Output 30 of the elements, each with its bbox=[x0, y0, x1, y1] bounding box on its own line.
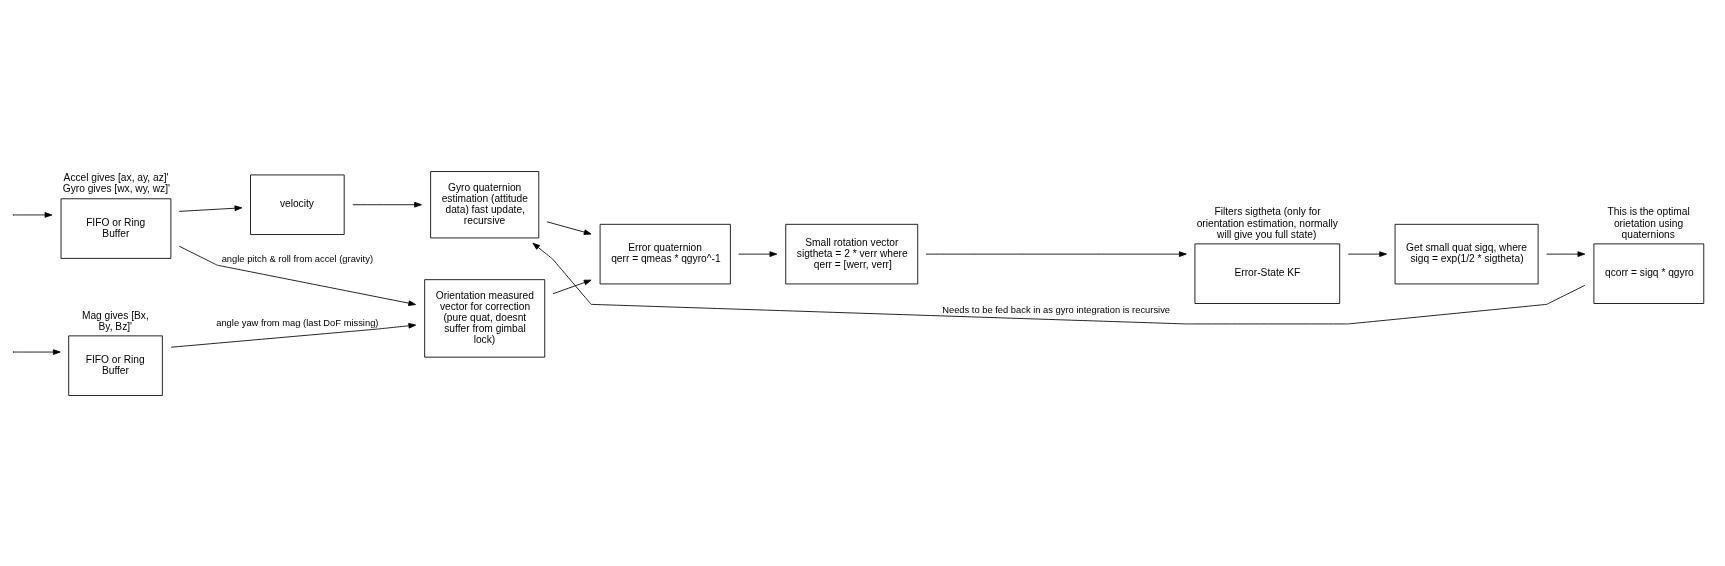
arrow bbox=[352, 201, 422, 208]
arrow bbox=[925, 250, 1187, 257]
node-box: qcorr = sigq * qgyro bbox=[1593, 242, 1705, 304]
arrow bbox=[738, 250, 778, 257]
edge-label: angle yaw from mag (last DoF missing) bbox=[216, 317, 379, 328]
node-label: Filters sigtheta (only for orientation estimation, normally will give you full state) bbox=[1196, 205, 1338, 240]
node-label: Mag gives [Bx, By, Bz]' bbox=[81, 309, 149, 332]
node-box: Small rotation vector sigtheta = 2 * verr where qerr = [werr, verr] bbox=[785, 223, 919, 284]
edge-label: angle pitch & roll from accel (gravity) bbox=[221, 253, 374, 264]
edge-label: Needs to be fed back in as gyro integration is recursive bbox=[942, 304, 1171, 315]
arrow bbox=[13, 211, 53, 218]
arrow bbox=[170, 322, 417, 348]
arrow bbox=[532, 242, 1586, 324]
arrow bbox=[13, 348, 61, 355]
node-box: FIFO or Ring Buffer bbox=[60, 197, 172, 259]
node-box: FIFO or Ring Buffer bbox=[68, 334, 163, 396]
node-box: Error-State KF bbox=[1194, 242, 1341, 304]
node-box: Get small quat sigq, where sigq = exp(1/2 * sigtheta) bbox=[1394, 223, 1539, 284]
arrow bbox=[178, 245, 416, 306]
node-box: Orientation measured vector for correction (pure quat, doesnt suffer from gimbal lock) bbox=[424, 278, 546, 358]
arrow bbox=[546, 220, 592, 235]
node-label: Accel gives [ax, ay, az]' Gyro gives [wx, wy, wz]' bbox=[62, 171, 170, 194]
node-box: velocity bbox=[250, 174, 345, 235]
node-label: This is the optimal orietation using quaternions bbox=[1607, 205, 1690, 240]
arrow bbox=[178, 204, 243, 212]
arrow bbox=[552, 279, 592, 294]
arrow bbox=[1347, 250, 1387, 257]
node-box: Error quaternion qerr = qmeas * qgyro^-1 bbox=[599, 223, 731, 284]
arrow bbox=[1546, 250, 1586, 257]
node-box: Gyro quaternion estimation (attitude data) fast update, recursive bbox=[430, 170, 540, 238]
